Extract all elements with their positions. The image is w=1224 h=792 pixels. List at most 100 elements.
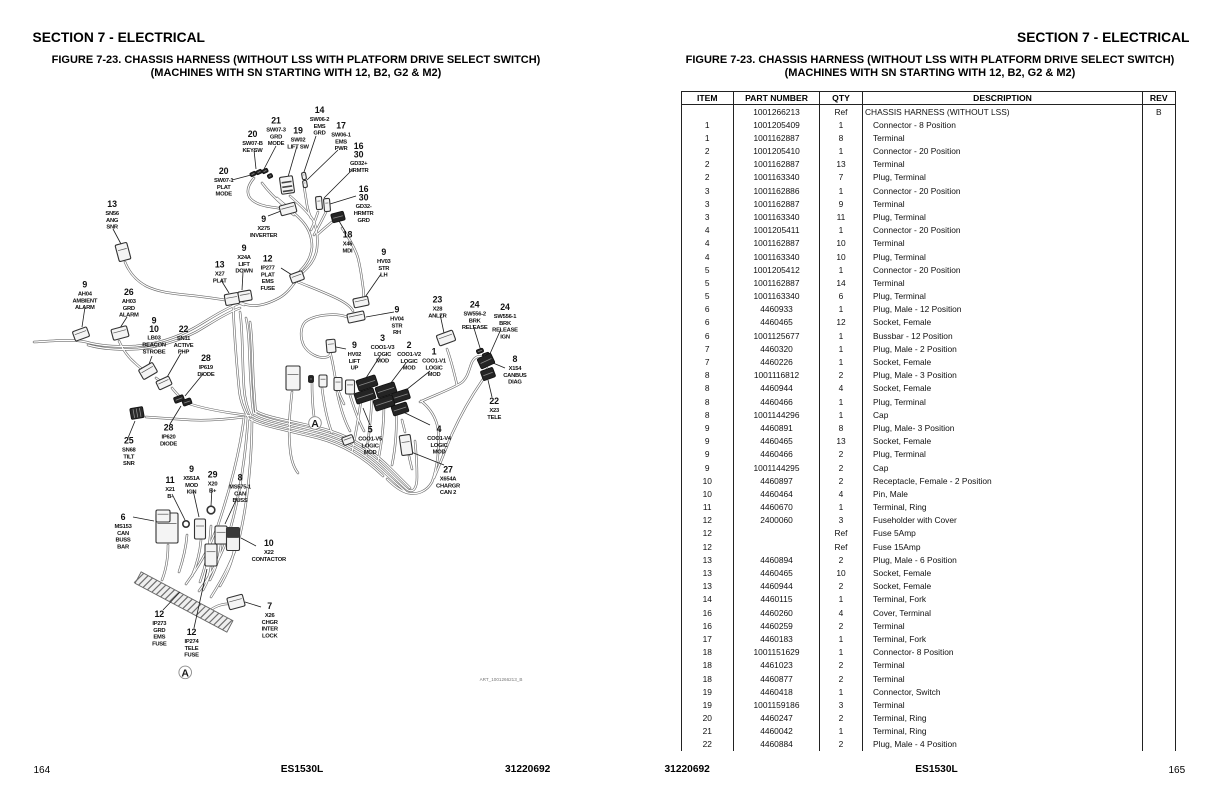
svg-text:CAN: CAN	[117, 531, 129, 537]
svg-text:SW556-2: SW556-2	[463, 311, 485, 317]
svg-text:STR: STR	[378, 266, 390, 272]
svg-text:12: 12	[187, 627, 197, 637]
svg-text:28: 28	[164, 423, 174, 433]
svg-text:3: 3	[380, 333, 385, 343]
svg-text:13: 13	[215, 260, 225, 270]
svg-text:FUSE: FUSE	[184, 653, 199, 659]
svg-text:INVERTER: INVERTER	[250, 233, 278, 239]
svg-text:4: 4	[437, 424, 442, 434]
svg-text:10: 10	[264, 538, 274, 548]
svg-text:MOD: MOD	[403, 366, 416, 372]
svg-text:MS575-1: MS575-1	[229, 484, 252, 490]
svg-text:9: 9	[82, 280, 87, 290]
svg-text:X23: X23	[489, 408, 500, 414]
svg-text:12: 12	[263, 254, 273, 264]
svg-text:AH04: AH04	[78, 291, 93, 297]
svg-text:LIFT: LIFT	[238, 262, 250, 268]
svg-text:ANLZR: ANLZR	[428, 313, 447, 319]
svg-text:26: 26	[124, 287, 134, 297]
svg-text:5: 5	[368, 425, 373, 435]
svg-text:PHP: PHP	[178, 350, 190, 356]
svg-text:GRD: GRD	[153, 628, 165, 634]
svg-text:LOCK: LOCK	[262, 634, 278, 640]
svg-text:10: 10	[149, 324, 159, 334]
svg-text:BUSS: BUSS	[232, 498, 247, 504]
svg-text:CHGR: CHGR	[262, 620, 279, 626]
svg-text:30: 30	[359, 192, 369, 202]
svg-text:LH: LH	[380, 273, 387, 279]
svg-text:EMS: EMS	[153, 635, 165, 641]
svg-text:ANG: ANG	[106, 218, 119, 224]
svg-text:X21: X21	[165, 487, 176, 493]
svg-text:SW07-B: SW07-B	[242, 141, 262, 147]
svg-text:TILT: TILT	[123, 454, 135, 460]
svg-text:9: 9	[189, 464, 194, 474]
svg-text:TELE: TELE	[487, 415, 501, 421]
svg-text:COO1-V5: COO1-V5	[358, 436, 383, 442]
svg-text:ALARM: ALARM	[75, 305, 95, 311]
svg-text:AH03: AH03	[122, 299, 137, 305]
svg-text:HV02: HV02	[348, 352, 362, 358]
svg-text:X20: X20	[208, 481, 218, 487]
svg-text:COO1-V3: COO1-V3	[371, 345, 396, 351]
svg-text:SN11: SN11	[177, 336, 191, 342]
svg-text:GRD: GRD	[358, 218, 370, 224]
svg-text:9: 9	[152, 316, 157, 326]
svg-text:PLAT: PLAT	[261, 272, 275, 278]
svg-text:MOD: MOD	[185, 483, 198, 489]
svg-text:9: 9	[242, 243, 247, 253]
svg-text:13: 13	[107, 199, 117, 209]
svg-text:SN68: SN68	[122, 447, 137, 453]
svg-text:GD32+: GD32+	[350, 161, 368, 167]
svg-text:X27: X27	[215, 271, 225, 277]
svg-text:COO1-V2: COO1-V2	[397, 352, 421, 358]
svg-text:GRD: GRD	[123, 306, 135, 312]
svg-text:IP273: IP273	[152, 621, 167, 627]
svg-text:ACTIVE: ACTIVE	[174, 343, 194, 349]
svg-text:HV04: HV04	[390, 316, 405, 322]
svg-text:SW07-1: SW07-1	[214, 178, 234, 184]
svg-text:IGN: IGN	[500, 335, 510, 341]
svg-text:X28: X28	[433, 306, 444, 312]
svg-text:X26: X26	[265, 613, 276, 619]
svg-text:DOWN: DOWN	[235, 269, 252, 275]
svg-text:IP277: IP277	[261, 265, 275, 271]
svg-text:AMBIENT: AMBIENT	[72, 298, 97, 304]
svg-text:RELEASE: RELEASE	[462, 325, 488, 331]
svg-text:GRD: GRD	[313, 131, 325, 137]
svg-text:MODE: MODE	[268, 141, 285, 147]
svg-text:CAN: CAN	[234, 491, 246, 497]
svg-text:27: 27	[443, 465, 453, 475]
svg-text:GD32-: GD32-	[356, 204, 372, 210]
svg-text:21: 21	[271, 116, 281, 126]
svg-text:18: 18	[343, 230, 353, 240]
svg-text:KEYSW: KEYSW	[242, 148, 263, 154]
svg-text:DIODE: DIODE	[160, 441, 177, 447]
svg-text:SW556-1: SW556-1	[494, 314, 517, 320]
svg-text:BUSS: BUSS	[115, 538, 130, 544]
svg-text:STR: STR	[391, 323, 403, 329]
svg-text:MOD: MOD	[428, 372, 441, 378]
svg-text:LIFT: LIFT	[349, 359, 361, 365]
svg-text:17: 17	[336, 121, 346, 131]
svg-text:PLAT: PLAT	[217, 185, 231, 191]
svg-text:22: 22	[179, 324, 189, 334]
svg-text:HV03: HV03	[377, 259, 392, 265]
svg-text:SW07-3: SW07-3	[266, 127, 286, 133]
svg-text:16: 16	[354, 141, 364, 151]
svg-text:20: 20	[219, 166, 229, 176]
svg-text:SW06-1: SW06-1	[331, 132, 351, 138]
svg-text:22: 22	[489, 396, 499, 406]
svg-text:23: 23	[433, 295, 443, 305]
svg-text:FUSE: FUSE	[260, 286, 275, 292]
svg-text:11: 11	[165, 475, 174, 485]
svg-text:CANBUS: CANBUS	[503, 373, 527, 379]
svg-text:BAR: BAR	[117, 545, 130, 551]
svg-text:DIODE: DIODE	[197, 372, 214, 378]
svg-text:6: 6	[121, 512, 126, 522]
svg-text:8: 8	[513, 354, 518, 364]
svg-text:EMS: EMS	[335, 139, 347, 145]
svg-text:RELEASE: RELEASE	[492, 328, 518, 334]
svg-text:SW02: SW02	[291, 137, 306, 143]
svg-text:IP619: IP619	[199, 365, 214, 371]
